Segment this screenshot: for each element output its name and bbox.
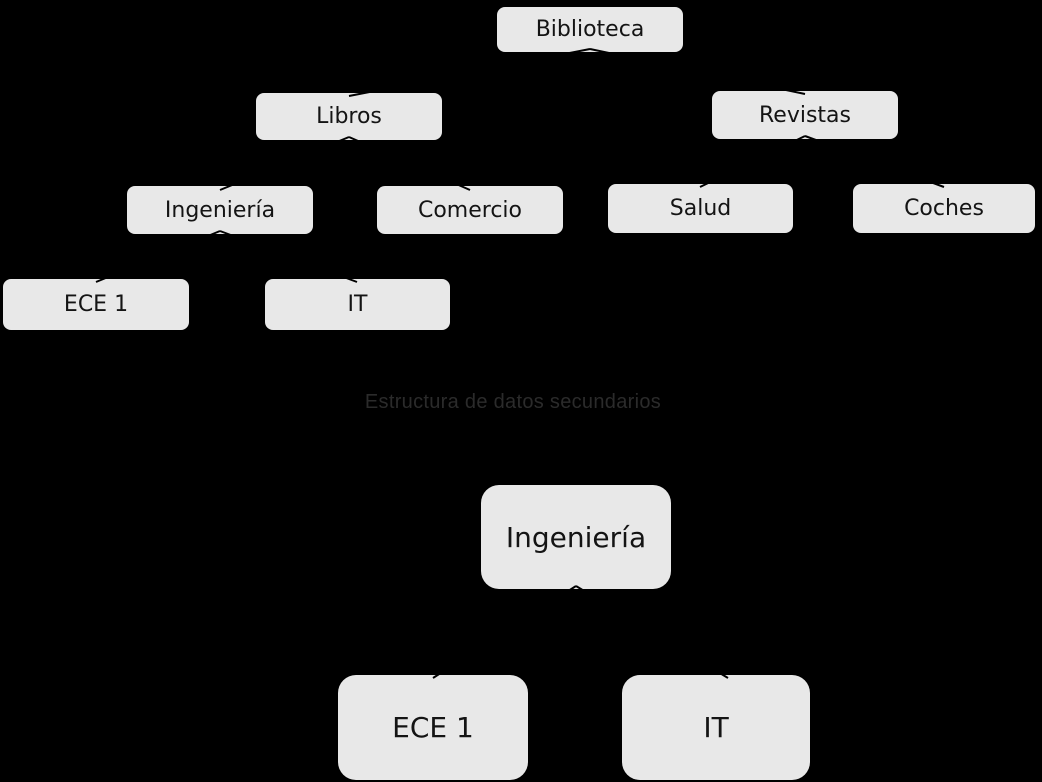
node-coches: Coches — [853, 184, 1035, 233]
edge-revistas-salud — [699, 135, 806, 188]
edge-biblioteca-libros — [348, 48, 591, 97]
node-comercio: Comercio — [377, 186, 563, 234]
node-it: IT — [265, 279, 450, 330]
edge-revistas-coches — [804, 135, 945, 188]
node-salud: Salud — [608, 184, 793, 233]
node2-ece-1: ECE 1 — [338, 675, 528, 780]
diagram-caption: Estructura de datos secundarios — [364, 391, 662, 413]
edge2-ingenieria-it — [575, 585, 729, 679]
edge2-ingenieria-ece-1 — [432, 585, 577, 679]
node2-it: IT — [622, 675, 810, 780]
edge-biblioteca-revistas — [589, 48, 806, 95]
node-revistas: Revistas — [712, 91, 898, 139]
node2-ingenieria: Ingeniería — [481, 485, 671, 589]
edge-ingenieria-ece-1 — [95, 230, 221, 283]
node-ece-1: ECE 1 — [3, 279, 189, 330]
node-libros: Libros — [256, 93, 442, 140]
edge-libros-ingenieria — [219, 136, 350, 191]
edge-ingenieria-it — [219, 230, 358, 283]
node-biblioteca: Biblioteca — [497, 7, 683, 52]
node-ingenieria: Ingeniería — [127, 186, 313, 234]
edge-libros-comercio — [348, 136, 471, 191]
